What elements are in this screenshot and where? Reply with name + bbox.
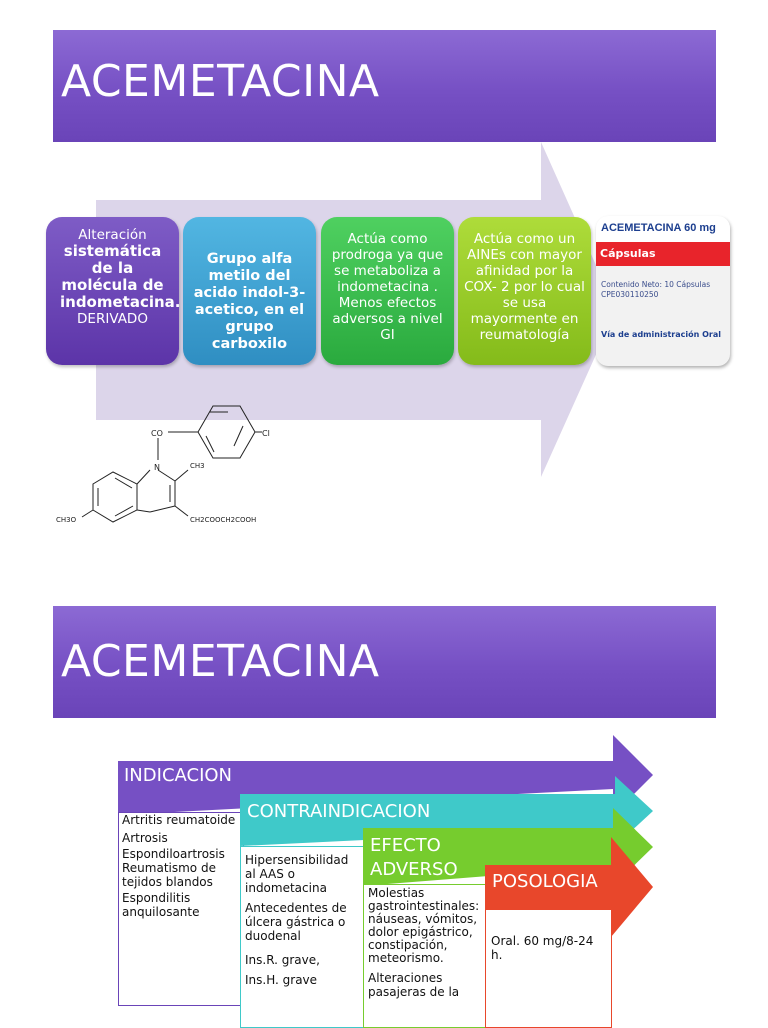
step-box-grupo: Grupo alfa metilo del acido indol-3- ace… [183,217,316,365]
package-name: ACEMETACINA 60 mg [601,222,716,234]
slide1-title-bar: ACEMETACINA [53,30,716,142]
indicacion-header: INDICACION [124,765,233,786]
slide2-title: ACEMETACINA [61,636,380,687]
label-co: CO [151,429,163,438]
package-code: CPE030110250 [601,290,659,299]
step1-text: sistemática de la molécula de indometaci… [60,242,179,311]
contraindicacion-item: Antecedentes de úlcera gástrica o duoden… [245,901,347,943]
step-box-prodroga: Actúa como prodroga ya que se metaboliza… [321,217,454,365]
indicacion-item: Espondiloartrosis Reumatismo de tejidos … [122,847,225,889]
chemical-structure: CO Cl N CH3 CH3O CH2COOCH2COOH [56,405,270,524]
efecto-item: Molestias gastrointestinales: náuseas, v… [368,886,480,965]
efecto-panel: Molestias gastrointestinales: náuseas, v… [363,884,489,1028]
contraindicacion-panel: Hipersensibilidad al AAS o indometacina … [240,846,366,1028]
indicacion-panel: Artritis reumatoide Artrosis Espondiloar… [118,812,244,1006]
label-sidechain: CH2COOCH2COOH [190,516,256,524]
posologia-panel: Oral. 60 mg/8-24 h. [485,909,612,1028]
step1-tail: DERIVADO [77,311,148,327]
efecto-header: EFECTO ADVERSO [370,835,458,880]
contraindicacion-item: Ins.H. grave [245,973,318,987]
indicacion-item: Espondilitis anquilosante [122,891,200,919]
package-via: Vía de administración Oral [601,330,721,339]
efecto-item: Alteraciones pasajeras de la [368,971,460,999]
contraindicacion-item: Ins.R. grave, [245,953,320,967]
step3-text: Actúa como prodroga ya que se metaboliza… [331,231,444,343]
step-box-derivado: Alteración sistemática de la molécula de… [46,217,179,365]
label-och3: CH3O [56,516,77,524]
step4-text: Actúa como un AINEs con mayor afinidad p… [464,231,585,343]
slide1-title: ACEMETACINA [61,56,380,107]
label-cl: Cl [262,429,270,438]
contraindicacion-item: Hipersensibilidad al AAS o indometacina [245,853,349,895]
indicacion-item: Artritis reumatoide [122,813,236,827]
step2-text: Grupo alfa metilo del acido indol-3- ace… [193,251,306,352]
package-contenido: Contenido Neto: 10 Cápsulas [601,280,711,289]
label-ch3: CH3 [190,462,205,470]
slide2-title-bar: ACEMETACINA [53,606,716,718]
label-n: N [154,463,160,472]
step-box-aines: Actúa como un AINEs con mayor afinidad p… [458,217,591,365]
posologia-header: POSOLOGIA [492,871,598,892]
posologia-item: Oral. 60 mg/8-24 h. [491,934,594,962]
package-form: Cápsulas [600,247,656,260]
indicacion-item: Artrosis [122,831,168,845]
step1-lead: Alteración [78,227,147,243]
contraindicacion-header: CONTRAINDICACION [247,801,431,822]
package-image: ACEMETACINA 60 mg Cápsulas Contenido Net… [596,216,730,366]
